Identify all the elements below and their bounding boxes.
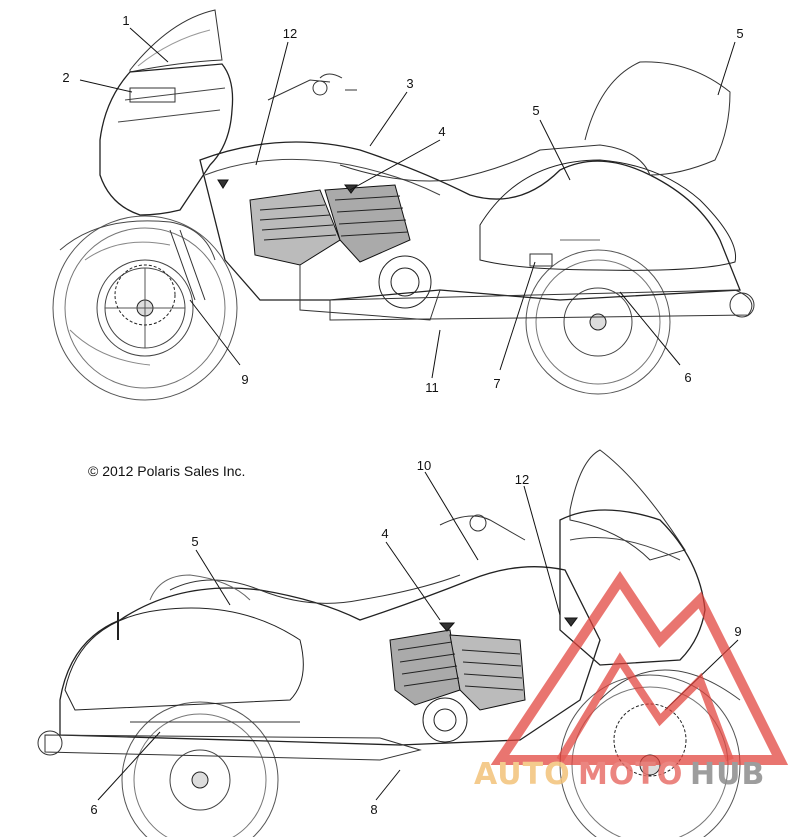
motorcycle-top-view — [52, 9, 755, 401]
callout-11: 11 — [425, 380, 439, 395]
callout-10: 10 — [417, 458, 431, 473]
callout-3: 3 — [406, 76, 413, 91]
callout-12: 12 — [283, 26, 297, 41]
motorcycle-bottom-view — [37, 449, 741, 837]
automotohub-watermark: AUTO MOTO HUB — [474, 570, 789, 792]
watermark-hub: HUB — [690, 757, 765, 792]
callout-12-bottom: 12 — [515, 472, 529, 487]
callout-9: 9 — [241, 372, 248, 387]
callout-5-top-right: 5 — [736, 26, 743, 41]
watermark-auto: AUTO — [474, 757, 571, 792]
engine-bottom — [389, 629, 526, 743]
rear-wheel-top — [525, 249, 671, 395]
callout-6-top: 6 — [684, 370, 691, 385]
front-wheel-top — [52, 215, 238, 401]
watermark-moto: MOTO — [578, 757, 683, 792]
callout-4-bottom: 4 — [381, 526, 388, 541]
callout-5-top-mid: 5 — [532, 103, 539, 118]
copyright-text: © 2012 Polaris Sales Inc. — [88, 463, 245, 479]
rear-wheel-bottom — [121, 701, 279, 837]
callout-1: 1 — [122, 13, 129, 28]
callout-6-bottom: 6 — [90, 802, 97, 817]
callout-4: 4 — [438, 124, 445, 139]
engine-top — [249, 184, 441, 321]
callout-5-bottom: 5 — [191, 534, 198, 549]
callout-8: 8 — [370, 802, 377, 817]
callout-7: 7 — [493, 376, 500, 391]
top-leader-lines — [79, 27, 736, 379]
watermark-logo-icon — [490, 570, 789, 765]
callout-9-bottom: 9 — [734, 624, 741, 639]
callout-2: 2 — [62, 70, 69, 85]
